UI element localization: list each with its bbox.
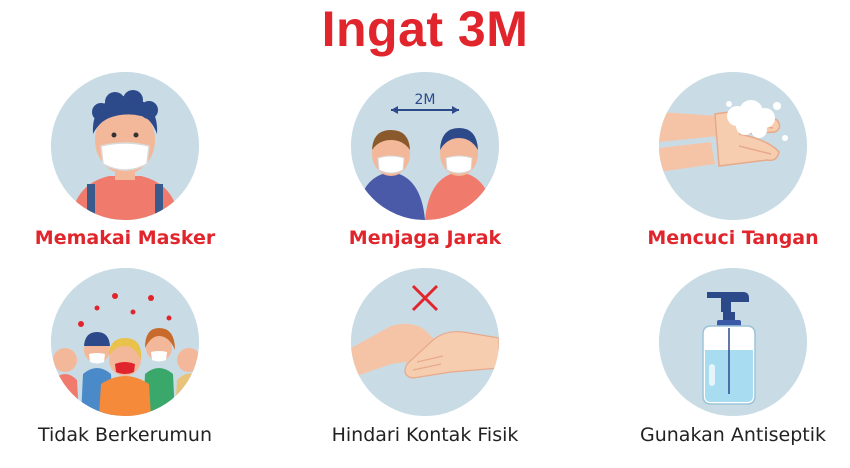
hand-sanitizer-icon [659, 268, 807, 416]
no-handshake-icon [351, 268, 499, 416]
face-mask-icon [51, 72, 199, 220]
tip-label: Tidak Berkerumun [37, 424, 213, 446]
rule-card-mask: Memakai Masker [0, 72, 250, 272]
tip-card-crowd: Tidak Berkerumun [0, 268, 250, 468]
rule-card-handwash: Mencuci Tangan [608, 72, 850, 272]
social-distance-icon: 2M [351, 72, 499, 220]
tip-card-no-contact: Hindari Kontak Fisik [300, 268, 550, 468]
page-title: Ingat 3M [321, 1, 529, 57]
distance-label: 2M [415, 92, 436, 108]
tip-label: Gunakan Antiseptik [640, 424, 826, 446]
rule-card-distance: 2M Menjaga Jarak [300, 72, 550, 272]
tip-label: Hindari Kontak Fisik [331, 424, 519, 446]
rule-label: Menjaga Jarak [348, 227, 502, 249]
hand-washing-icon [659, 72, 807, 220]
rule-label: Mencuci Tangan [647, 227, 819, 249]
rule-label: Memakai Masker [34, 227, 216, 249]
crowd-icon [51, 268, 199, 416]
tip-card-antiseptic: Gunakan Antiseptik [608, 268, 850, 468]
